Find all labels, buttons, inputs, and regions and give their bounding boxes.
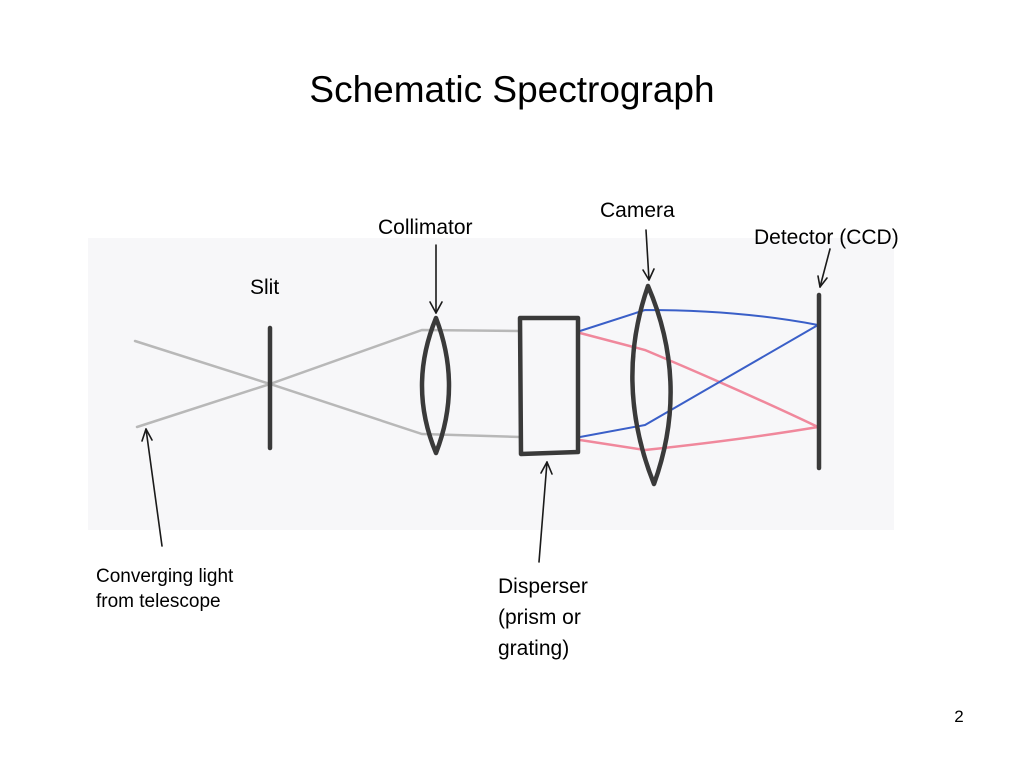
- blue-ray-bottom: [579, 324, 819, 438]
- label-arrows: [141, 229, 831, 563]
- disperser-arrow: [538, 461, 553, 563]
- optical-elements: [267, 283, 822, 487]
- ray-lower-in: [135, 382, 522, 439]
- camera-arrow: [642, 229, 655, 281]
- ray-upper-in: [133, 328, 522, 386]
- converging-light-label: Converging light from telescope: [96, 564, 233, 614]
- slit-label: Slit: [250, 276, 280, 299]
- slide-title: Schematic Spectrograph: [309, 69, 715, 110]
- disperser-line-3: grating): [498, 637, 570, 660]
- detector-arrow: [817, 248, 831, 288]
- detector-label: Detector (CCD): [754, 226, 899, 249]
- collimator-arrow: [429, 244, 443, 314]
- red-rays: [579, 331, 819, 452]
- red-ray-top: [579, 331, 819, 429]
- camera-label: Camera: [600, 199, 675, 222]
- camera-lens: [630, 283, 673, 487]
- disperser-label: Disperser (prism or grating): [498, 571, 588, 664]
- converging-light-arrow: [141, 428, 163, 547]
- collimator-label: Collimator: [378, 216, 473, 239]
- page-number: 2: [954, 707, 964, 726]
- sketch-paper: [88, 238, 894, 530]
- converging-light-line-1: Converging light: [96, 566, 234, 587]
- incoming-light-rays: [133, 328, 522, 439]
- collimator-lens: [419, 315, 452, 456]
- red-ray-bottom: [579, 425, 819, 452]
- disperser-line-2: (prism or: [498, 606, 581, 629]
- disperser-box: [517, 315, 581, 457]
- converging-light-line-2: from telescope: [96, 591, 221, 612]
- disperser-line-1: Disperser: [498, 575, 588, 598]
